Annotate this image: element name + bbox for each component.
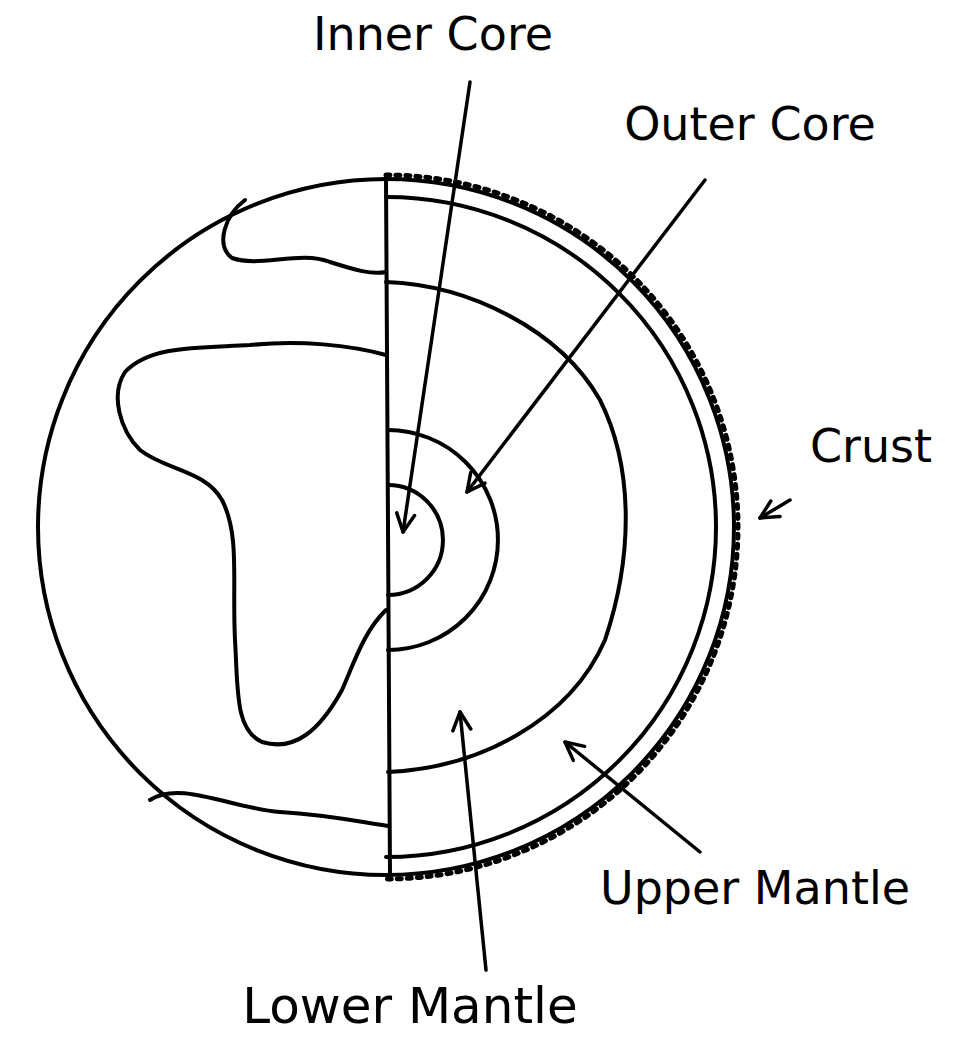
continent <box>223 200 386 273</box>
outer-core-boundary <box>388 430 498 650</box>
continent <box>118 343 386 744</box>
leader-arrow <box>760 500 790 518</box>
earth-outline <box>38 179 734 875</box>
leader-arrow <box>460 712 486 970</box>
layer-label: Inner Core <box>313 8 553 61</box>
layer-label: Lower Mantle <box>242 978 577 1036</box>
inner-core-boundary <box>388 485 443 595</box>
leader-arrow <box>403 82 470 532</box>
layer-label: Outer Core <box>624 98 876 151</box>
upper-mantle-boundary <box>386 282 626 772</box>
leader-arrow <box>565 742 700 852</box>
crust-boundary <box>386 197 716 857</box>
cut-line <box>386 179 390 875</box>
leader-arrow <box>467 180 705 492</box>
continent <box>150 793 388 826</box>
layer-label: Upper Mantle <box>600 862 910 915</box>
layer-label: Crust <box>810 420 932 473</box>
